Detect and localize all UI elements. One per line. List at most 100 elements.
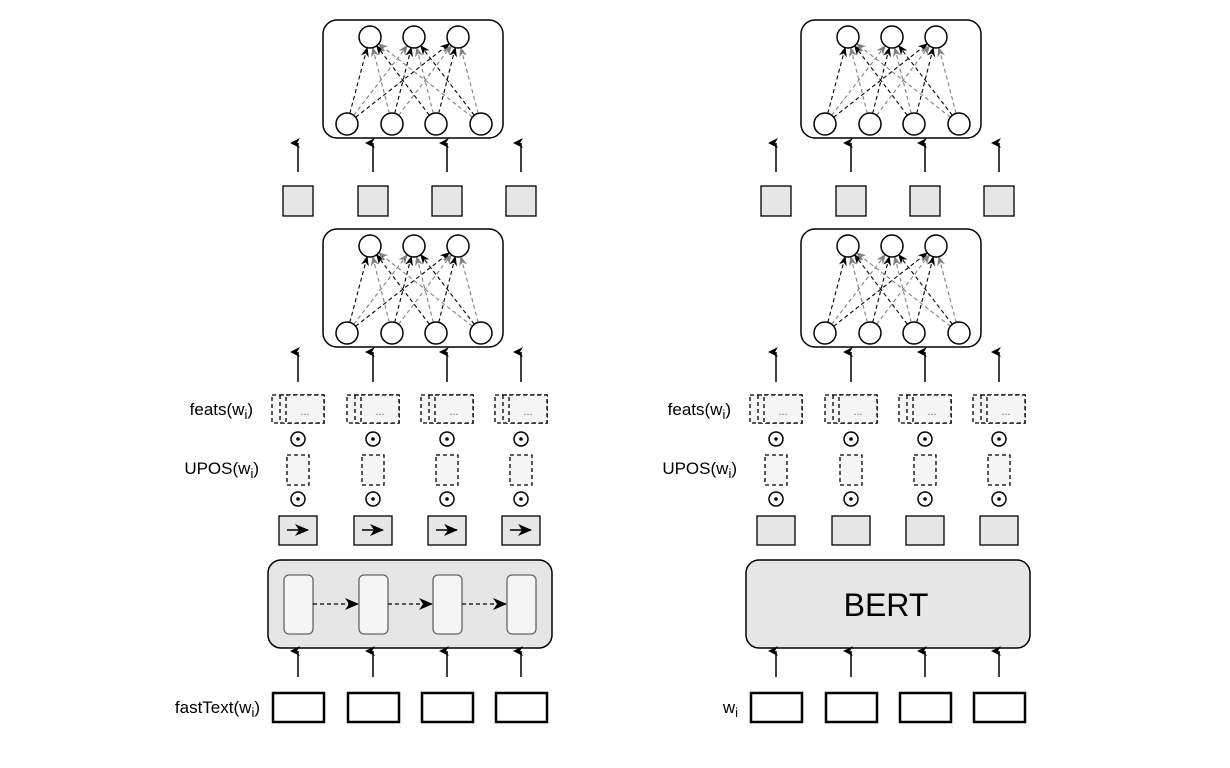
upos-box <box>509 454 533 486</box>
connection-edge <box>415 255 434 323</box>
connection-edge <box>349 46 369 114</box>
connection-edge <box>377 43 473 118</box>
connection-edge <box>916 255 935 323</box>
feats-vector: ... <box>824 394 878 424</box>
feats-vector: ... <box>749 394 803 424</box>
connection-edge <box>831 44 886 116</box>
input-embedding <box>972 691 1027 724</box>
input-node <box>902 112 926 136</box>
input-node <box>902 321 926 345</box>
dense-layer <box>322 19 504 139</box>
connection-edge <box>916 46 935 114</box>
feats-vector: ... <box>271 394 325 424</box>
connection-edge <box>371 46 390 114</box>
output-node <box>836 234 860 258</box>
feats-ellipsis: ... <box>1001 406 1010 418</box>
feats-vector: ... <box>972 394 1026 424</box>
feats-ellipsis: ... <box>449 406 458 418</box>
bert-encoder-box <box>745 559 1031 649</box>
connection-edge <box>394 46 413 114</box>
gate-dot <box>445 497 449 501</box>
token-representation <box>979 515 1019 546</box>
input-node <box>813 321 837 345</box>
feats-ellipsis: ... <box>853 406 862 418</box>
hidden-unit <box>835 185 867 217</box>
output-node <box>358 234 382 258</box>
input-node <box>813 112 837 136</box>
input-embedding <box>898 691 953 724</box>
connection-edge <box>415 46 434 114</box>
input-node <box>380 321 404 345</box>
input-node <box>469 112 493 136</box>
output-node <box>924 234 948 258</box>
connection-edge <box>854 44 908 116</box>
connection-edge <box>898 253 953 325</box>
hidden-unit <box>909 185 941 217</box>
connection-edge <box>893 255 912 323</box>
gate-dot <box>997 437 1001 441</box>
output-node <box>446 234 470 258</box>
input-node <box>335 321 359 345</box>
token-representation <box>905 515 945 546</box>
connection-edge <box>438 46 457 114</box>
gate-dot <box>774 437 778 441</box>
left-panel: feats(wi)............UPOS(wi)fastText(wi… <box>175 19 553 724</box>
feats-box <box>838 394 878 424</box>
connection-edge <box>855 252 951 327</box>
output-node <box>402 25 426 49</box>
feats-ellipsis: ... <box>375 406 384 418</box>
token-representation <box>831 515 871 546</box>
upos-box <box>361 454 385 486</box>
connection-edge <box>376 44 430 116</box>
connection-edge <box>349 255 369 323</box>
connection-edge <box>438 255 457 323</box>
dense-layer <box>800 19 982 139</box>
lstm-cell <box>358 574 389 635</box>
connection-edge <box>459 46 479 114</box>
feats-box <box>434 394 474 424</box>
output-node <box>836 25 860 49</box>
output-node <box>358 25 382 49</box>
upos-box <box>286 454 310 486</box>
connection-edge <box>854 253 908 325</box>
dense-layer <box>800 228 982 348</box>
input-node <box>424 321 448 345</box>
input-node <box>424 112 448 136</box>
connection-edge <box>827 255 847 323</box>
hidden-unit <box>983 185 1015 217</box>
hidden-unit <box>760 185 792 217</box>
input-node <box>858 321 882 345</box>
connection-edge <box>831 253 886 325</box>
feats-vector: ... <box>494 394 548 424</box>
feats-box <box>285 394 325 424</box>
connection-edge <box>459 255 479 323</box>
input-embedding <box>271 691 326 724</box>
output-node <box>446 25 470 49</box>
feats-box <box>763 394 803 424</box>
connection-edge <box>937 46 957 114</box>
upos-box <box>913 454 937 486</box>
gate-dot <box>849 437 853 441</box>
connection-edge <box>893 46 912 114</box>
upos-box <box>764 454 788 486</box>
lstm-cell <box>432 574 463 635</box>
hidden-unit <box>282 185 314 217</box>
feats-vector: ... <box>346 394 400 424</box>
input-node <box>335 112 359 136</box>
gate-dot <box>997 497 1001 501</box>
connection-edge <box>420 253 475 325</box>
input-embedding <box>420 691 475 724</box>
gate-dot <box>296 437 300 441</box>
input-embedding <box>494 691 549 724</box>
gate-dot <box>849 497 853 501</box>
gate-dot <box>296 497 300 501</box>
feats-ellipsis: ... <box>523 406 532 418</box>
gate-dot <box>519 497 523 501</box>
connection-edge <box>898 44 953 116</box>
feats-box <box>508 394 548 424</box>
upos-box <box>435 454 459 486</box>
feats-ellipsis: ... <box>927 406 936 418</box>
connection-edge <box>394 255 413 323</box>
connection-edge <box>353 253 408 325</box>
